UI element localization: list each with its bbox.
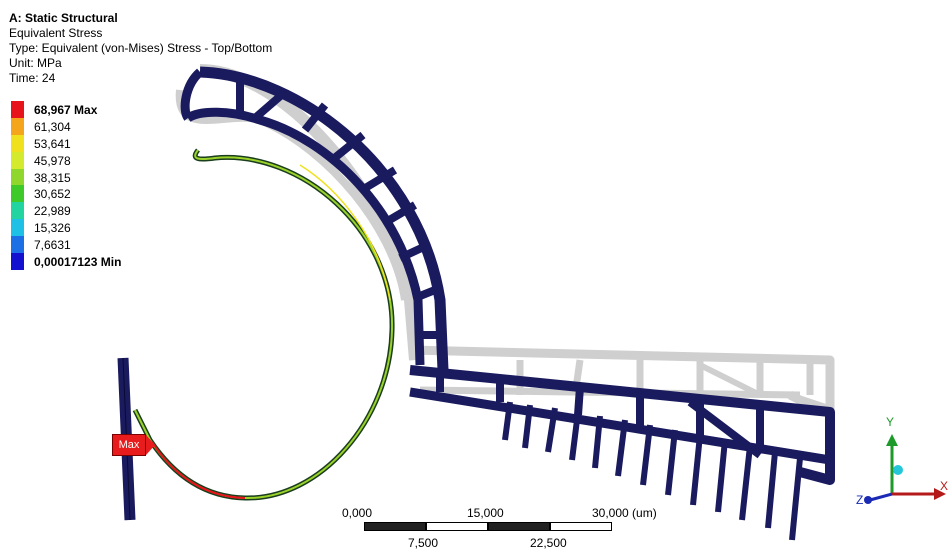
analysis-title: A: Static Structural [9, 11, 118, 25]
scale-label-30: 30,000 (um) [592, 506, 657, 520]
triad-sphere-icon [893, 465, 903, 475]
legend-swatch [11, 185, 24, 203]
legend-swatch [11, 151, 24, 169]
scale-segment-2 [426, 522, 488, 531]
legend-value: 22,989 [34, 204, 71, 219]
y-axis-arrow-icon [886, 434, 898, 446]
result-unit: Unit: MPa [9, 56, 62, 70]
x-axis-arrow-icon [934, 488, 946, 500]
legend-value: 53,641 [34, 136, 71, 151]
scale-segment-1 [364, 522, 426, 531]
scale-segment-3 [488, 522, 550, 531]
scale-label-7500: 7,500 [408, 536, 439, 550]
result-name: Equivalent Stress [9, 26, 103, 40]
scale-bar: 0,000 15,000 30,000 (um) 7,500 22,500 [342, 506, 657, 556]
legend-value: 15,326 [34, 221, 71, 236]
legend-swatch [11, 202, 24, 220]
z-axis-arrow-icon [864, 496, 872, 504]
scale-label-0: 0,000 [342, 506, 373, 520]
legend-swatch [11, 168, 24, 186]
legend-swatch [11, 117, 24, 135]
axis-triad[interactable]: Y Z X [850, 410, 948, 510]
legend-swatch [11, 219, 24, 237]
result-header: A: Static Structural Equivalent Stress T… [9, 11, 272, 86]
z-axis-label: Z [856, 493, 863, 507]
legend-value: 45,978 [34, 153, 71, 168]
scale-label-15: 15,000 [467, 506, 504, 520]
legend-swatch [11, 134, 24, 152]
legend-swatch [11, 101, 24, 118]
result-type: Type: Equivalent (von-Mises) Stress - To… [9, 41, 273, 55]
scale-label-22500: 22,500 [530, 536, 567, 550]
hook-shell [132, 148, 395, 501]
x-axis-label: X [940, 479, 948, 493]
legend-value: 61,304 [34, 119, 71, 134]
z-axis-line [869, 492, 893, 502]
y-axis-label: Y [886, 415, 894, 429]
legend-value: 30,652 [34, 187, 71, 202]
legend-value: 68,967 Max [34, 103, 98, 117]
legend-value: 38,315 [34, 170, 71, 185]
curved-arm [180, 66, 449, 371]
undeformed-shape [175, 64, 835, 415]
lower-arm [409, 365, 835, 541]
legend-value: 7,6631 [34, 238, 71, 253]
scale-segment-4 [550, 522, 612, 531]
legend-swatch [11, 236, 24, 254]
legend-value: 0,00017123 Min [34, 255, 122, 270]
legend-swatch [11, 253, 24, 271]
result-time: Time: 24 [9, 71, 56, 85]
max-probe-label[interactable]: Max [112, 434, 155, 456]
